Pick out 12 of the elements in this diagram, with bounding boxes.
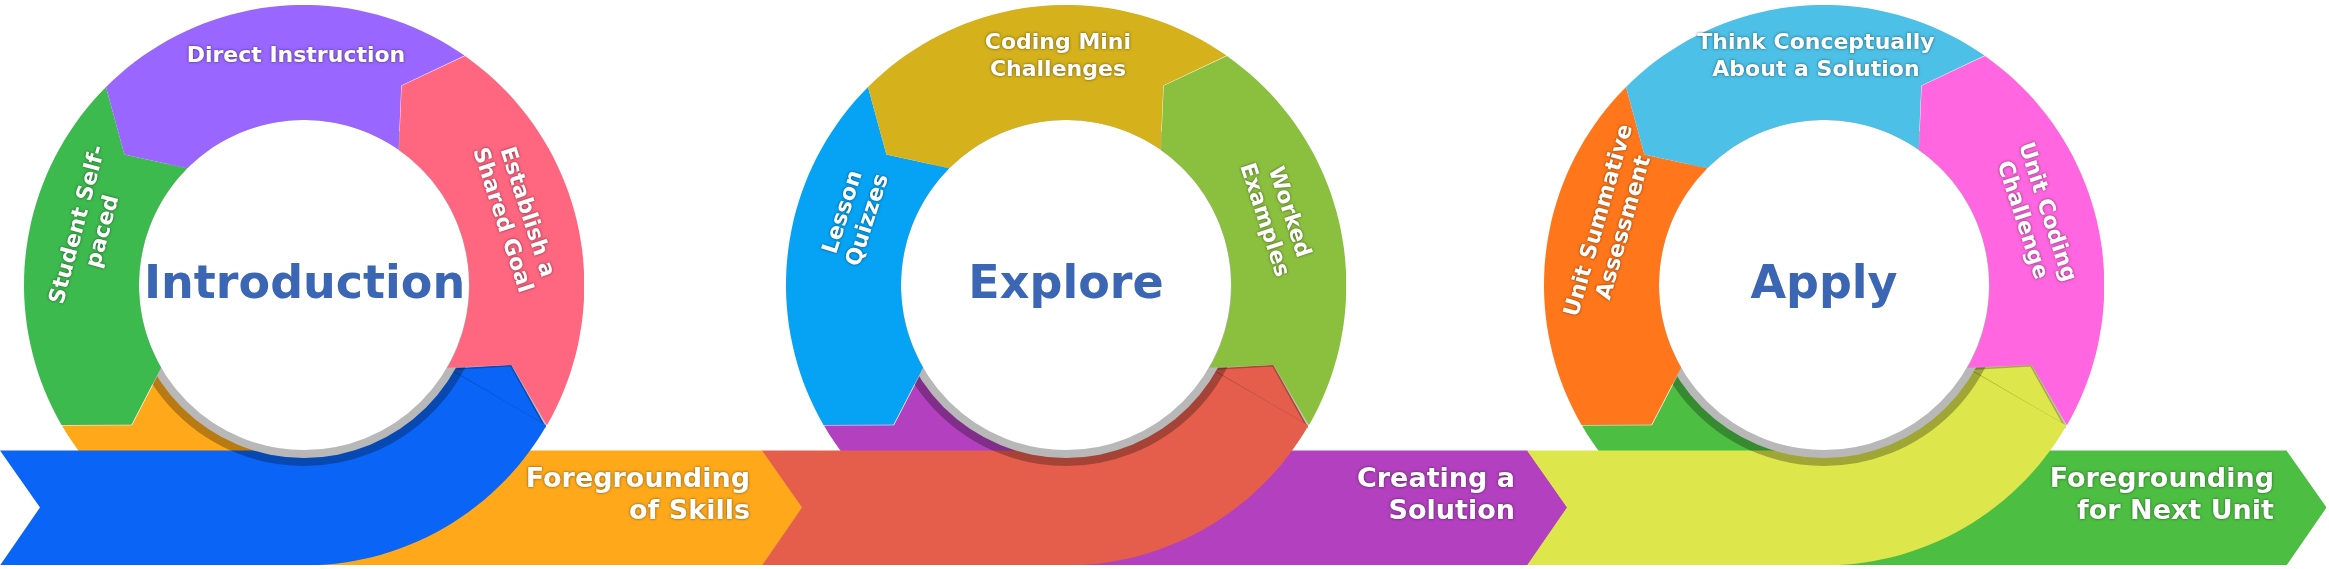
band-arrow [1527, 364, 2067, 565]
band-label: Creating a Solution [1356, 462, 1515, 527]
band-arrow [762, 364, 1309, 565]
band-arrow [0, 364, 547, 565]
stage-title: Explore [967, 255, 1165, 311]
segment-label: Direct Instruction [185, 41, 407, 69]
stage-title: Apply [1749, 255, 1899, 311]
band-label: Foregrounding for Next Unit [2048, 462, 2274, 527]
stage-title: Introduction [144, 255, 464, 311]
segment-label: Coding Mini Challenges [983, 28, 1133, 82]
segment-label: Think Conceptually About a Solution [1696, 28, 1936, 82]
band-label: Foregrounding of Skills [524, 462, 750, 527]
